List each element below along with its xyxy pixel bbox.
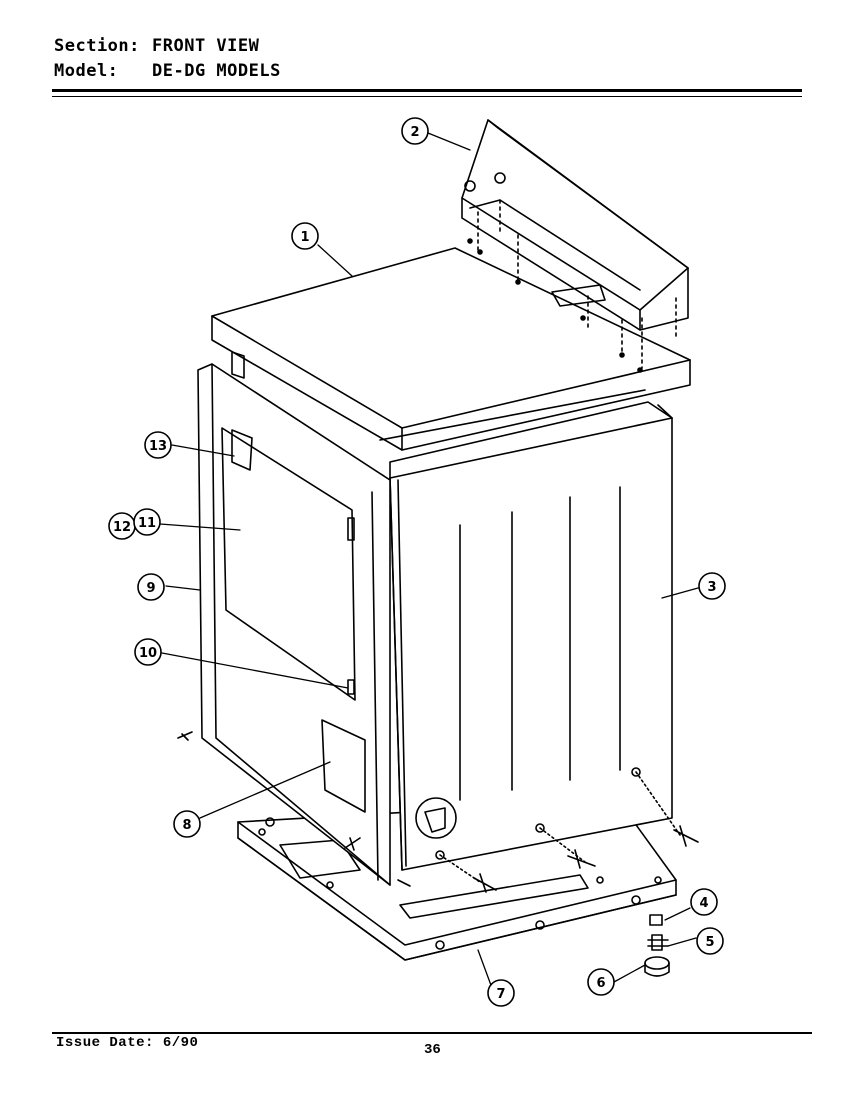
top-panel	[211, 238, 691, 451]
section-value: FRONT VIEW	[152, 36, 260, 56]
callout-9: 9	[137, 573, 165, 601]
leader-lines	[159, 132, 699, 989]
callout-6: 6	[587, 968, 615, 996]
issue-date: Issue Date: 6/90	[56, 1035, 199, 1051]
page-number: 36	[424, 1042, 441, 1058]
callout-8: 8	[173, 810, 201, 838]
callout-13: 13	[144, 431, 172, 459]
svg-text:12: 12	[113, 520, 131, 535]
front-panel	[177, 351, 411, 887]
callout-4: 4	[690, 888, 718, 916]
svg-text:9: 9	[146, 581, 155, 596]
callout-12: 12	[108, 512, 136, 540]
svg-text:11: 11	[138, 516, 156, 531]
callout-5: 5	[696, 927, 724, 955]
leveling-leg	[644, 914, 670, 977]
svg-text:7: 7	[496, 987, 505, 1002]
callout-7: 7	[487, 979, 515, 1007]
callouts: 1 2 3 4 5 6 7 8 9 10 12 11 13	[108, 117, 726, 1007]
callout-10: 10	[134, 638, 162, 666]
callout-11: 11	[133, 508, 161, 536]
header-rule-thin	[52, 96, 802, 97]
svg-text:6: 6	[596, 976, 605, 991]
section-label: Section:	[54, 36, 140, 56]
header-rule-thick	[52, 89, 802, 92]
svg-text:2: 2	[410, 125, 419, 140]
callout-2: 2	[401, 117, 429, 145]
svg-text:5: 5	[705, 935, 714, 950]
svg-text:8: 8	[182, 818, 191, 833]
cabinet	[389, 401, 673, 871]
svg-text:3: 3	[707, 580, 716, 595]
footer-rule	[52, 1032, 812, 1034]
svg-text:13: 13	[149, 439, 167, 454]
svg-text:1: 1	[300, 230, 309, 245]
model-value: DE-DG MODELS	[152, 61, 281, 81]
model-heading: Model: DE-DG MODELS	[54, 61, 281, 81]
fasteners	[435, 767, 699, 893]
control-console	[461, 119, 689, 369]
svg-text:4: 4	[699, 896, 708, 911]
callout-1: 1	[291, 222, 319, 250]
model-label: Model:	[54, 61, 119, 81]
svg-text:10: 10	[139, 646, 157, 661]
section-heading: Section: FRONT VIEW	[54, 36, 259, 56]
callout-3: 3	[698, 572, 726, 600]
